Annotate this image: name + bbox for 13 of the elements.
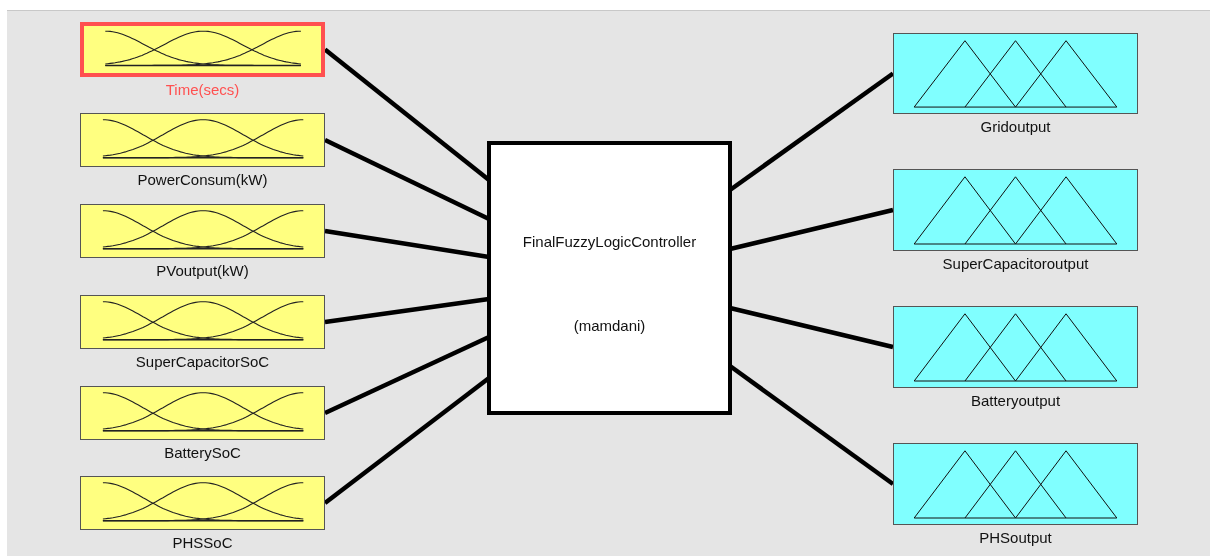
variable-label: Gridoutput [980,118,1051,135]
variable-label: Batteryoutput [970,392,1061,409]
variable-label: PowerConsum(kW) [137,171,268,188]
variable-label: PVoutput(kW) [156,262,249,279]
variable-label: PHSoutput [979,529,1052,546]
variable-label: SuperCapacitorSoC [135,353,270,370]
variable-label: PHSSoC [172,534,233,551]
variable-label: Time(secs) [165,81,240,98]
inference-type: (mamdani) [572,317,647,334]
variable-label: SuperCapacitoroutput [942,255,1089,272]
controller-name: FinalFuzzyLogicController [521,233,698,250]
variable-label: BatterySoC [164,444,241,461]
controller-box [487,141,732,415]
